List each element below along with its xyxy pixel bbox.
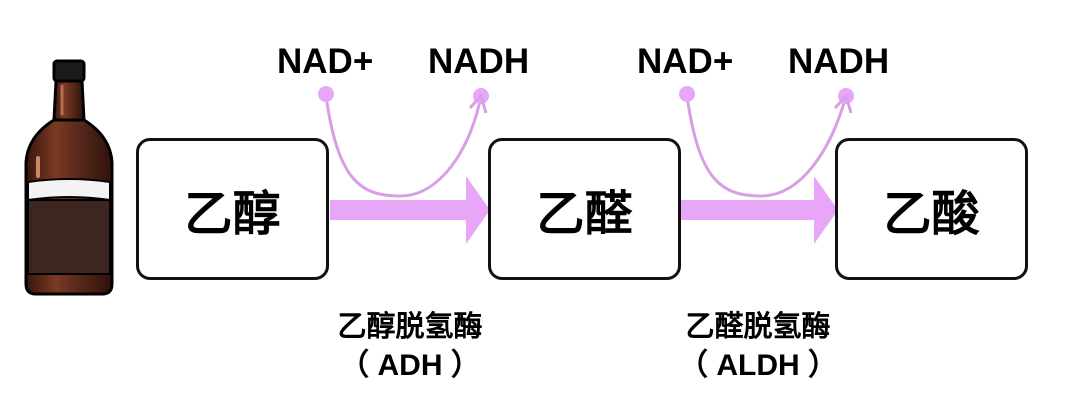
enzyme-label-step-2: 乙醛脱氢酶 （ ALDH ） xyxy=(668,306,848,386)
substrate-box-acetic-acid: 乙酸 xyxy=(835,138,1028,280)
substrate-label: 乙醇 xyxy=(184,186,281,242)
substrate-label: 乙酸 xyxy=(883,186,980,242)
cofactor-in-label-step-1: NAD+ xyxy=(277,42,374,81)
cofactor-curve-step-2 xyxy=(679,86,854,198)
enzyme-label-step-1: 乙醇脱氢酶 （ ADH ） xyxy=(320,306,500,386)
cofactor-out-label-step-1: NADH xyxy=(428,42,530,81)
substrate-box-ethanol: 乙醇 xyxy=(136,138,329,280)
reaction-arrow-step-1 xyxy=(330,176,490,244)
enzyme-abbreviation: （ ADH ） xyxy=(339,349,481,382)
substrate-box-acetaldehyde: 乙醛 xyxy=(488,138,681,280)
liquor-bottle-icon xyxy=(24,59,114,296)
enzyme-name: 乙醛脱氢酶 xyxy=(685,309,831,343)
substrate-label: 乙醛 xyxy=(536,186,633,242)
enzyme-abbreviation: （ ALDH ） xyxy=(678,349,838,382)
enzyme-name: 乙醇脱氢酶 xyxy=(337,309,483,343)
cofactor-curve-step-1 xyxy=(318,86,489,198)
cofactor-in-label-step-2: NAD+ xyxy=(637,42,734,81)
cofactor-out-label-step-2: NADH xyxy=(788,42,890,81)
reaction-arrow-step-2 xyxy=(680,176,838,244)
